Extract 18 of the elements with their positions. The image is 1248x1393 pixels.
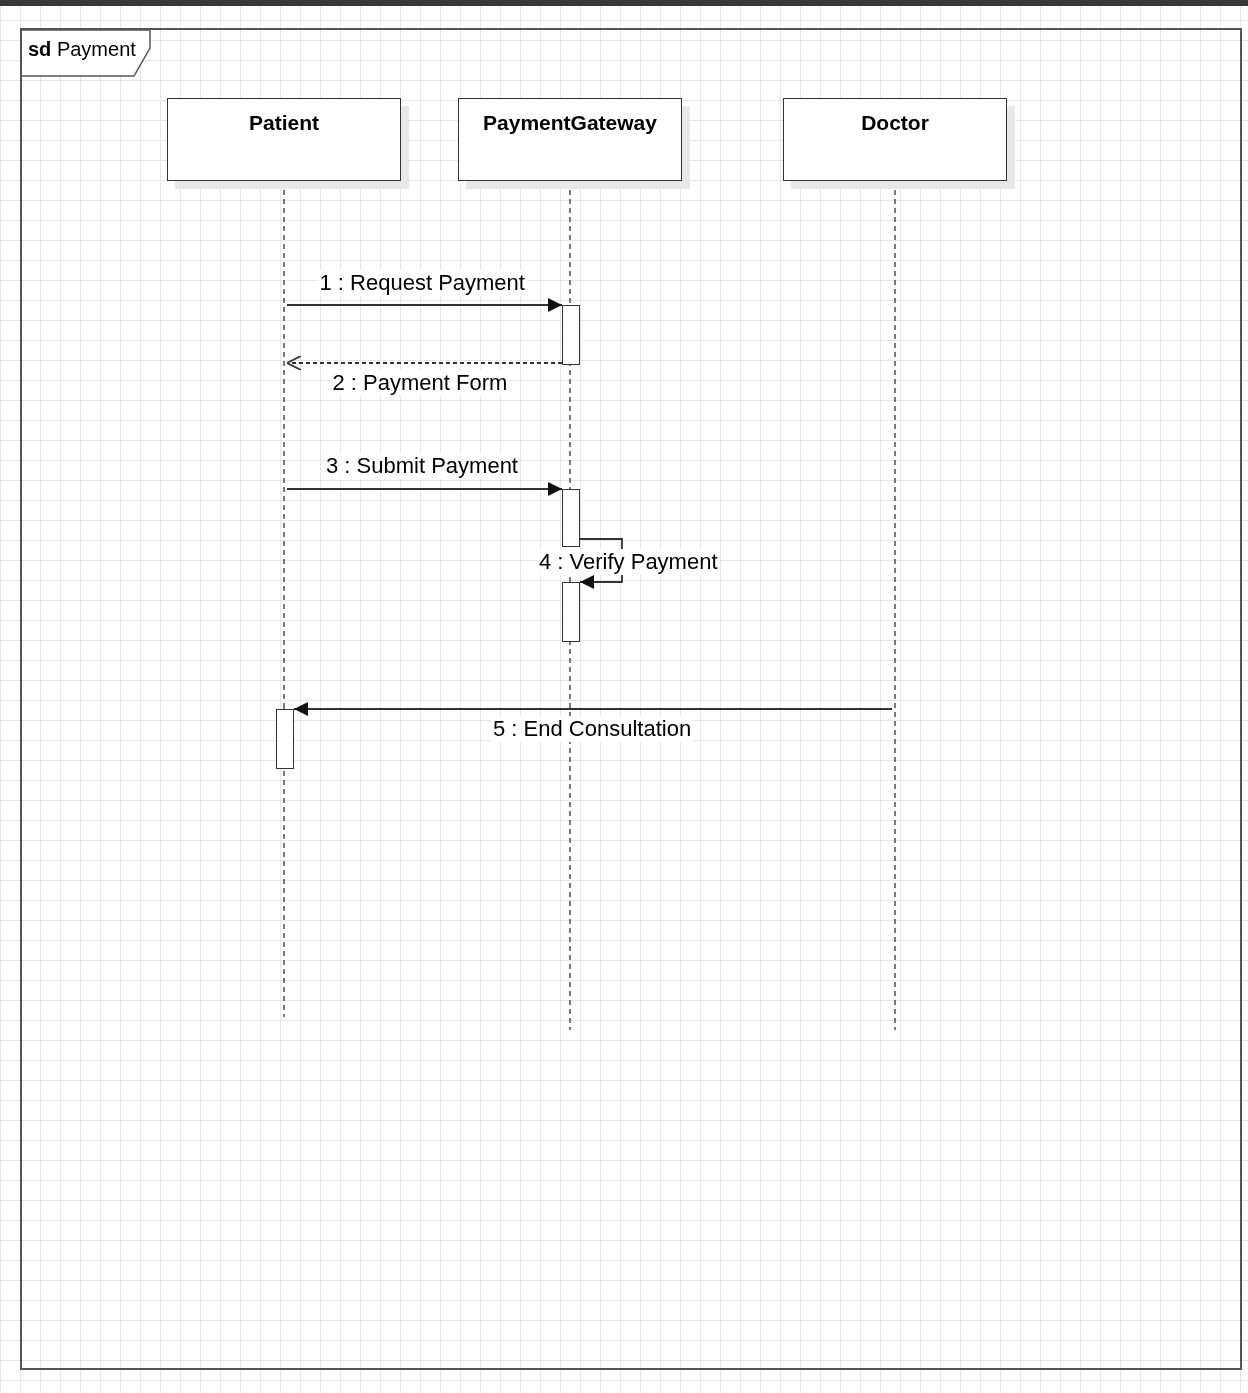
return-message-arrow xyxy=(286,355,563,371)
sequence-frame xyxy=(20,28,1242,1370)
activation-bar xyxy=(562,582,580,642)
message-arrow xyxy=(286,482,563,496)
message-label: 1 : Request Payment xyxy=(317,270,527,296)
activation-bar xyxy=(562,489,580,547)
message-label: 2 : Payment Form xyxy=(330,370,510,396)
message-label: 3 : Submit Payment xyxy=(324,453,520,479)
participant-name: Patient xyxy=(248,111,320,135)
message-label: 5 : End Consultation xyxy=(491,716,694,742)
activation-bar xyxy=(276,709,294,769)
message-arrow xyxy=(293,702,893,716)
message-label: 4 : Verify Payment xyxy=(537,549,720,575)
participant-name: Doctor xyxy=(860,111,930,135)
frame-title: sd Payment xyxy=(28,38,136,61)
participant-name: PaymentGateway xyxy=(482,111,658,135)
message-arrow xyxy=(286,298,563,312)
activation-bar xyxy=(562,305,580,365)
